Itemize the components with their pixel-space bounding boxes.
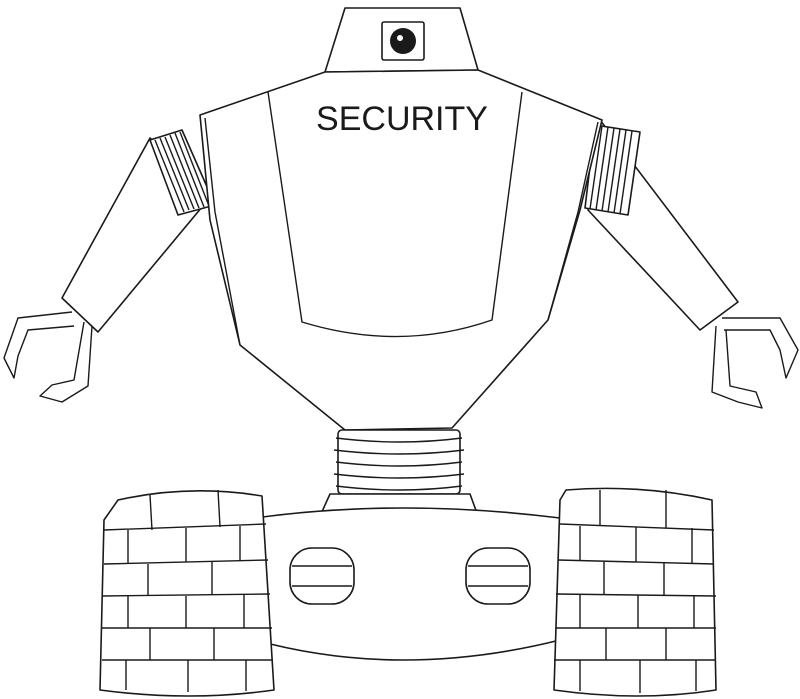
left-arm [3,129,216,403]
left-track [99,489,275,697]
camera-eye-icon [390,28,416,54]
robot-head [324,7,479,73]
right-track [553,487,717,697]
waist-bellows [319,429,479,517]
left-base-light [289,547,355,605]
robot-torso: SECURITY [199,69,603,431]
security-label: SECURITY [316,100,488,138]
robot-base [254,507,561,661]
left-claw [3,311,93,403]
right-claw [711,317,799,409]
right-arm [584,119,799,409]
right-base-light [465,547,531,605]
